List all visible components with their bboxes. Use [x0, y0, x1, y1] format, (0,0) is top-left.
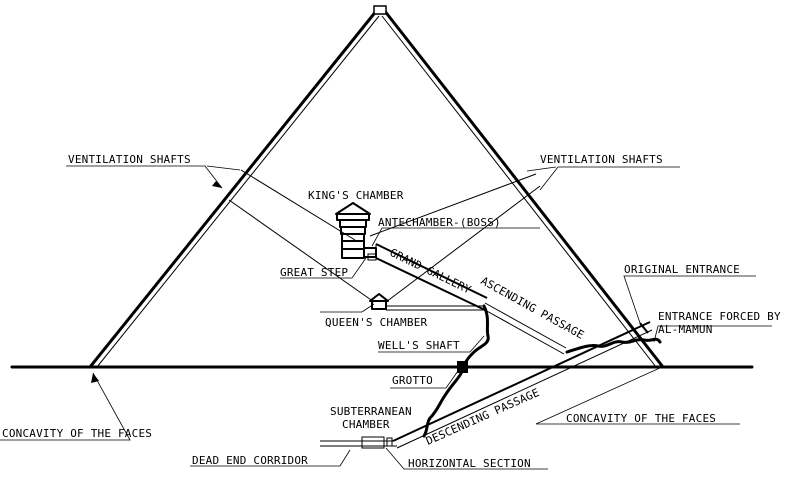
- label-entrance-forced-1: ENTRANCE FORCED BY: [658, 310, 781, 323]
- leader-concavity-right: [535, 366, 740, 425]
- label-antechamber: ANTECHAMBER-(BOSS): [378, 216, 501, 229]
- label-descending-passage: DESCENDING PASSAGE: [424, 386, 541, 448]
- leader-wells: [378, 335, 485, 353]
- label-great-step: GREAT STEP: [280, 266, 348, 279]
- concavity-line-left: [96, 15, 380, 368]
- label-wells-shaft: WELL'S SHAFT: [378, 339, 460, 352]
- subterranean-chamber-block: [361, 436, 385, 449]
- leader-antechamber: [371, 227, 540, 247]
- label-ventilation-shafts-left: VENTILATION SHAFTS: [68, 153, 191, 166]
- queens-chamber: [369, 293, 389, 310]
- kings-upper-shaft-left: [240, 169, 356, 241]
- queens-shaft-left: [228, 199, 375, 303]
- leader-grotto: [390, 370, 459, 389]
- leader-vent-right-2: [526, 166, 557, 172]
- label-dead-end-corridor: DEAD END CORRIDOR: [192, 454, 308, 467]
- label-subterranean-1: SUBTERRANEAN: [330, 405, 412, 418]
- kings-upper-shaft-right: [369, 173, 537, 237]
- leader-entrance-forced: [653, 325, 772, 343]
- antechamber-block: [363, 247, 377, 258]
- leader-original-entrance: [623, 275, 756, 324]
- original-entrance-mark: [639, 322, 649, 334]
- label-concavity-right: CONCAVITY OF THE FACES: [566, 412, 716, 425]
- leader-vent-right: [539, 166, 680, 191]
- label-ventilation-shafts-right: VENTILATION SHAFTS: [540, 153, 663, 166]
- leader-concavity-left: [0, 372, 131, 441]
- kings-chamber: [335, 202, 371, 259]
- label-horizontal-section: HORIZONTAL SECTION: [408, 457, 531, 470]
- al-mamun-tunnel: [565, 337, 662, 354]
- leader-dead-end: [190, 449, 351, 467]
- leader-vent-left: [66, 165, 223, 189]
- label-subterranean-2: CHAMBER: [342, 418, 390, 431]
- label-grotto: GROTTO: [392, 374, 433, 387]
- label-queens-chamber: QUEEN'S CHAMBER: [325, 316, 428, 329]
- label-kings-chamber: KING'S CHAMBER: [308, 189, 404, 202]
- leader-queens: [320, 303, 375, 313]
- label-concavity-left: CONCAVITY OF THE FACES: [2, 427, 152, 440]
- queens-shaft-right: [385, 185, 541, 303]
- grand-gallery: [375, 243, 488, 311]
- leader-great-step: [280, 257, 367, 279]
- subterranean-complex: [320, 436, 397, 449]
- ascending-passage: [484, 302, 567, 355]
- concavity-line-right: [381, 15, 657, 368]
- label-original-entrance: ORIGINAL ENTRANCE: [624, 263, 740, 276]
- leader-horizontal: [385, 447, 548, 470]
- pyramid-apex: [373, 5, 387, 15]
- grotto-block: [457, 361, 468, 373]
- label-grand-gallery: GRAND GALLERY: [388, 246, 474, 297]
- descending-passage: [392, 321, 653, 449]
- leader-vent-left-2: [206, 165, 241, 171]
- label-entrance-forced-2: AL-MAMUN: [658, 323, 713, 336]
